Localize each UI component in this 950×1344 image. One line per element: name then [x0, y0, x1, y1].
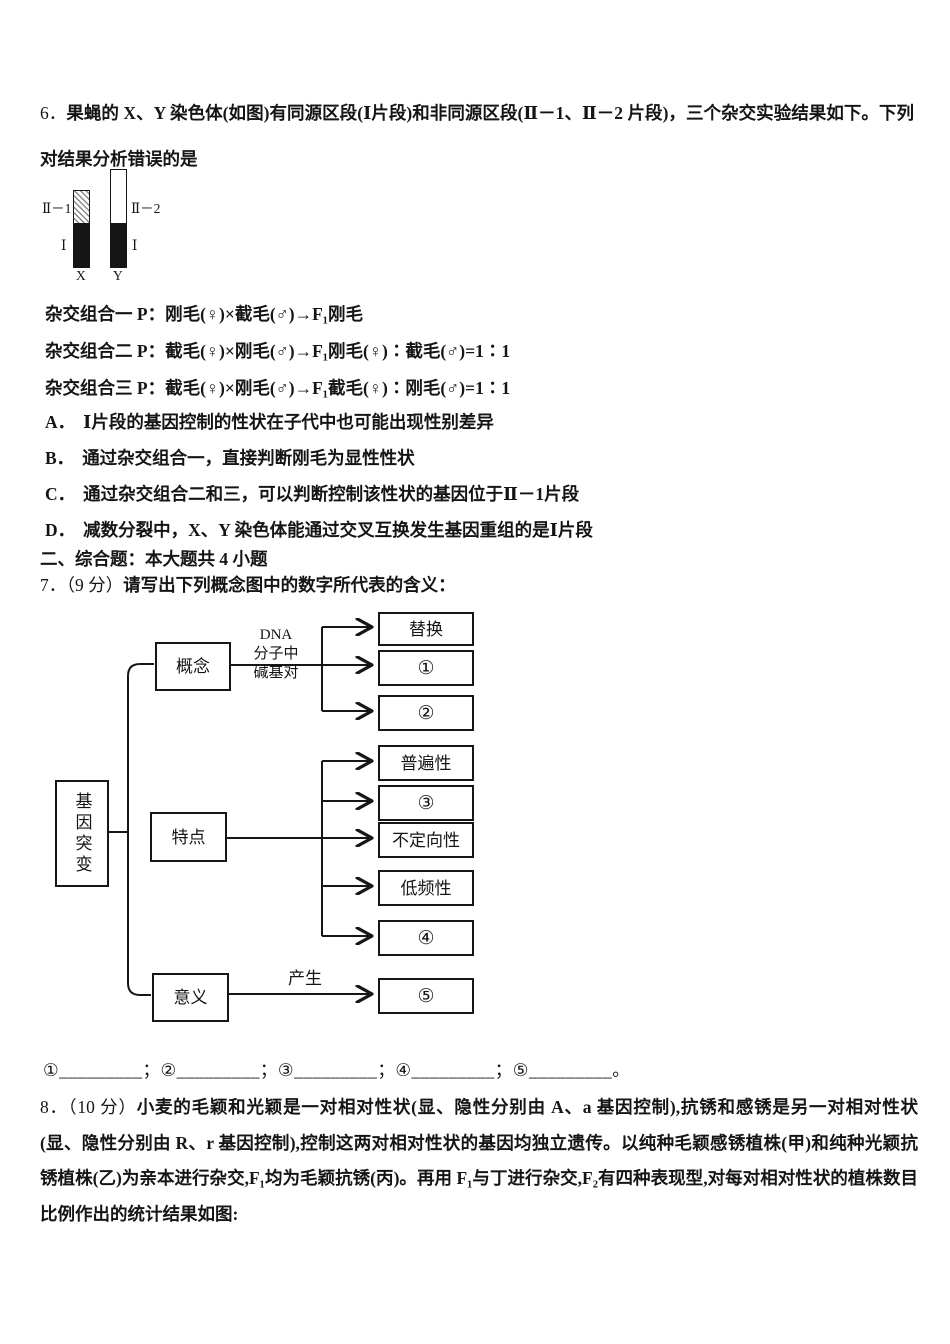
- concept-diagram-connectors: [106, 600, 480, 1020]
- x-chromosome-region-II1: [73, 190, 90, 224]
- question-6-options: A． Ⅰ片段的基因控制的性状在子代中也可能出现性别差异 B． 通过杂交组合一，直接判…: [45, 404, 593, 548]
- diagram-branch-concept: 概念: [155, 642, 231, 691]
- brace-line: [127, 663, 154, 996]
- diagram-node-blank-5: ⑤: [378, 978, 474, 1014]
- question-8-score: （10 分）: [67, 1097, 137, 1117]
- diagram-node-blank-1: ①: [378, 650, 474, 686]
- option-c-text: 通过杂交组合二和三，可以判断控制该性状的基因位于Ⅱ－1片段: [83, 484, 580, 504]
- edge-label-dna-base-pairs: DNA 分子中 碱基对: [246, 626, 306, 683]
- label-region-I-left: Ⅰ: [61, 238, 67, 253]
- option-c-label: C．: [45, 484, 76, 504]
- diagram-branch-significance: 意义: [152, 973, 229, 1022]
- diagram-node-blank-2: ②: [378, 695, 474, 731]
- cross-line-3: 杂交组合三 P：截毛(♀)×刚毛(♂)→F₁截毛(♀)∶刚毛(♂)=1∶1: [45, 378, 511, 399]
- question-8-number: 8．: [40, 1097, 68, 1117]
- x-chromosome-region-I: [73, 222, 90, 268]
- question-7-number: 7．: [40, 575, 67, 595]
- option-d-text: 减数分裂中，X、Y 染色体能通过交叉互换发生基因重组的是Ⅰ片段: [83, 520, 593, 540]
- question-6-intro: 6．果蝇的 X、Y 染色体(如图)有同源区段(Ⅰ片段)和非同源区段(Ⅱ－1、Ⅱ－…: [40, 90, 914, 182]
- question-8-text: 小麦的毛颖和光颖是一对相对性状(显、隐性分别由 A、a 基因控制),抗锈和感锈是…: [40, 1097, 919, 1224]
- label-region-II1: Ⅱ－1: [42, 201, 72, 216]
- question-7-answer-blanks: ①_________；②_________；③_________；④______…: [43, 1060, 631, 1080]
- question-6-number: 6．: [40, 103, 67, 123]
- option-a: A． Ⅰ片段的基因控制的性状在子代中也可能出现性别差异: [45, 404, 593, 440]
- question-8: 8．（10 分）小麦的毛颖和光颖是一对相对性状(显、隐性分别由 A、a 基因控制…: [40, 1090, 918, 1232]
- diagram-node-blank-3: ③: [378, 785, 474, 821]
- edge-label-line-3: 碱基对: [253, 665, 299, 681]
- diagram-node-blank-4: ④: [378, 920, 474, 956]
- option-b-label: B．: [45, 448, 75, 468]
- question-7-prompt: 7．（9 分）请写出下列概念图中的数字所代表的含义：: [40, 573, 456, 597]
- y-chromosome-region-II2: [110, 169, 127, 224]
- diagram-root-gene-mutation: 基因突变: [55, 780, 109, 887]
- section-2-header: 二、综合题：本大题共 4 小题: [40, 549, 268, 569]
- question-7-text: 请写出下列概念图中的数字所代表的含义：: [123, 575, 456, 595]
- cross-line-2: 杂交组合二 P：截毛(♀)×刚毛(♂)→F₁刚毛(♀)∶截毛(♂)=1∶1: [45, 341, 511, 362]
- option-d: D． 减数分裂中，X、Y 染色体能通过交叉互换发生基因重组的是Ⅰ片段: [45, 512, 593, 548]
- edge-label-line-2: 分子中: [253, 646, 299, 662]
- diagram-node-universality: 普遍性: [378, 745, 474, 781]
- edge-label-line-1: DNA: [259, 627, 293, 643]
- label-region-II2: Ⅱ－2: [131, 201, 161, 216]
- diagram-node-nondirectional: 不定向性: [378, 822, 474, 858]
- question-7-score: （9 分）: [66, 575, 124, 595]
- label-region-I-right: Ⅰ: [132, 238, 138, 253]
- question-6-text: 果蝇的 X、Y 染色体(如图)有同源区段(Ⅰ片段)和非同源区段(Ⅱ－1、Ⅱ－2 …: [40, 103, 914, 169]
- diagram-node-low-frequency: 低频性: [378, 870, 474, 906]
- label-x-chromosome: X: [76, 268, 86, 283]
- diagram-branch-features: 特点: [150, 812, 227, 862]
- option-a-text: Ⅰ片段的基因控制的性状在子代中也可能出现性别差异: [83, 412, 494, 432]
- edge-label-produce: 产生: [288, 969, 322, 988]
- option-c: C． 通过杂交组合二和三，可以判断控制该性状的基因位于Ⅱ－1片段: [45, 476, 593, 512]
- label-y-chromosome: Y: [113, 268, 123, 283]
- option-b-text: 通过杂交组合一，直接判断刚毛为显性性状: [82, 448, 415, 468]
- cross-line-1: 杂交组合一 P：刚毛(♀)×截毛(♂)→F₁刚毛: [45, 304, 364, 324]
- y-chromosome-region-I: [110, 222, 127, 268]
- diagram-node-substitution: 替换: [378, 612, 474, 646]
- option-d-label: D．: [45, 520, 76, 540]
- chromosome-figure: Ⅱ－1 Ⅱ－2 Ⅰ Ⅰ X Y: [40, 165, 220, 287]
- option-b: B． 通过杂交组合一，直接判断刚毛为显性性状: [45, 440, 593, 476]
- option-a-label: A．: [45, 412, 76, 432]
- concept-diagram: 基因突变 概念 特点 意义 DNA 分子中 碱基对 产生 替换 ① ② 普遍性 …: [40, 600, 480, 1022]
- cross-combinations: 杂交组合一 P：刚毛(♀)×截毛(♂)→F₁刚毛 杂交组合二 P：截毛(♀)×刚…: [45, 296, 510, 408]
